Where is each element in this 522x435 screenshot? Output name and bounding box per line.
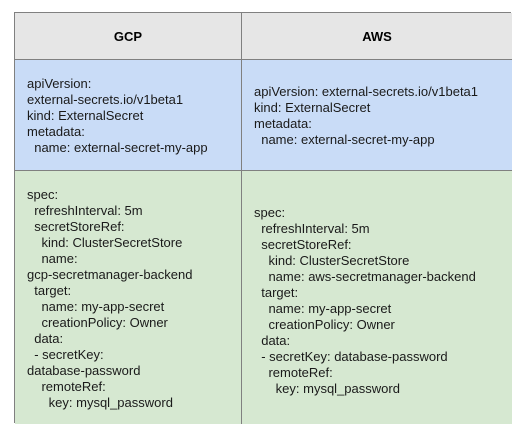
aws-header-cell: AWS [242, 13, 512, 60]
aws-metadata-cell: apiVersion: external-secrets.io/v1beta1 … [242, 60, 512, 171]
gcp-header-label: GCP [113, 28, 143, 44]
gcp-header-cell: GCP [15, 13, 242, 60]
aws-spec-cell: spec: refreshInterval: 5m secretStoreRef… [242, 171, 512, 424]
aws-header-label: AWS [362, 28, 392, 44]
gcp-spec-cell: spec: refreshInterval: 5m secretStoreRef… [15, 171, 242, 424]
comparison-table: GCP AWS apiVersion: external-secrets.io/… [14, 12, 512, 424]
gcp-metadata-code: apiVersion: external-secrets.io/v1beta1 … [27, 76, 208, 155]
gcp-spec-code: spec: refreshInterval: 5m secretStoreRef… [27, 187, 193, 410]
aws-spec-code: spec: refreshInterval: 5m secretStoreRef… [254, 205, 476, 396]
gcp-metadata-cell: apiVersion: external-secrets.io/v1beta1 … [15, 60, 242, 171]
aws-metadata-code: apiVersion: external-secrets.io/v1beta1 … [254, 84, 479, 147]
